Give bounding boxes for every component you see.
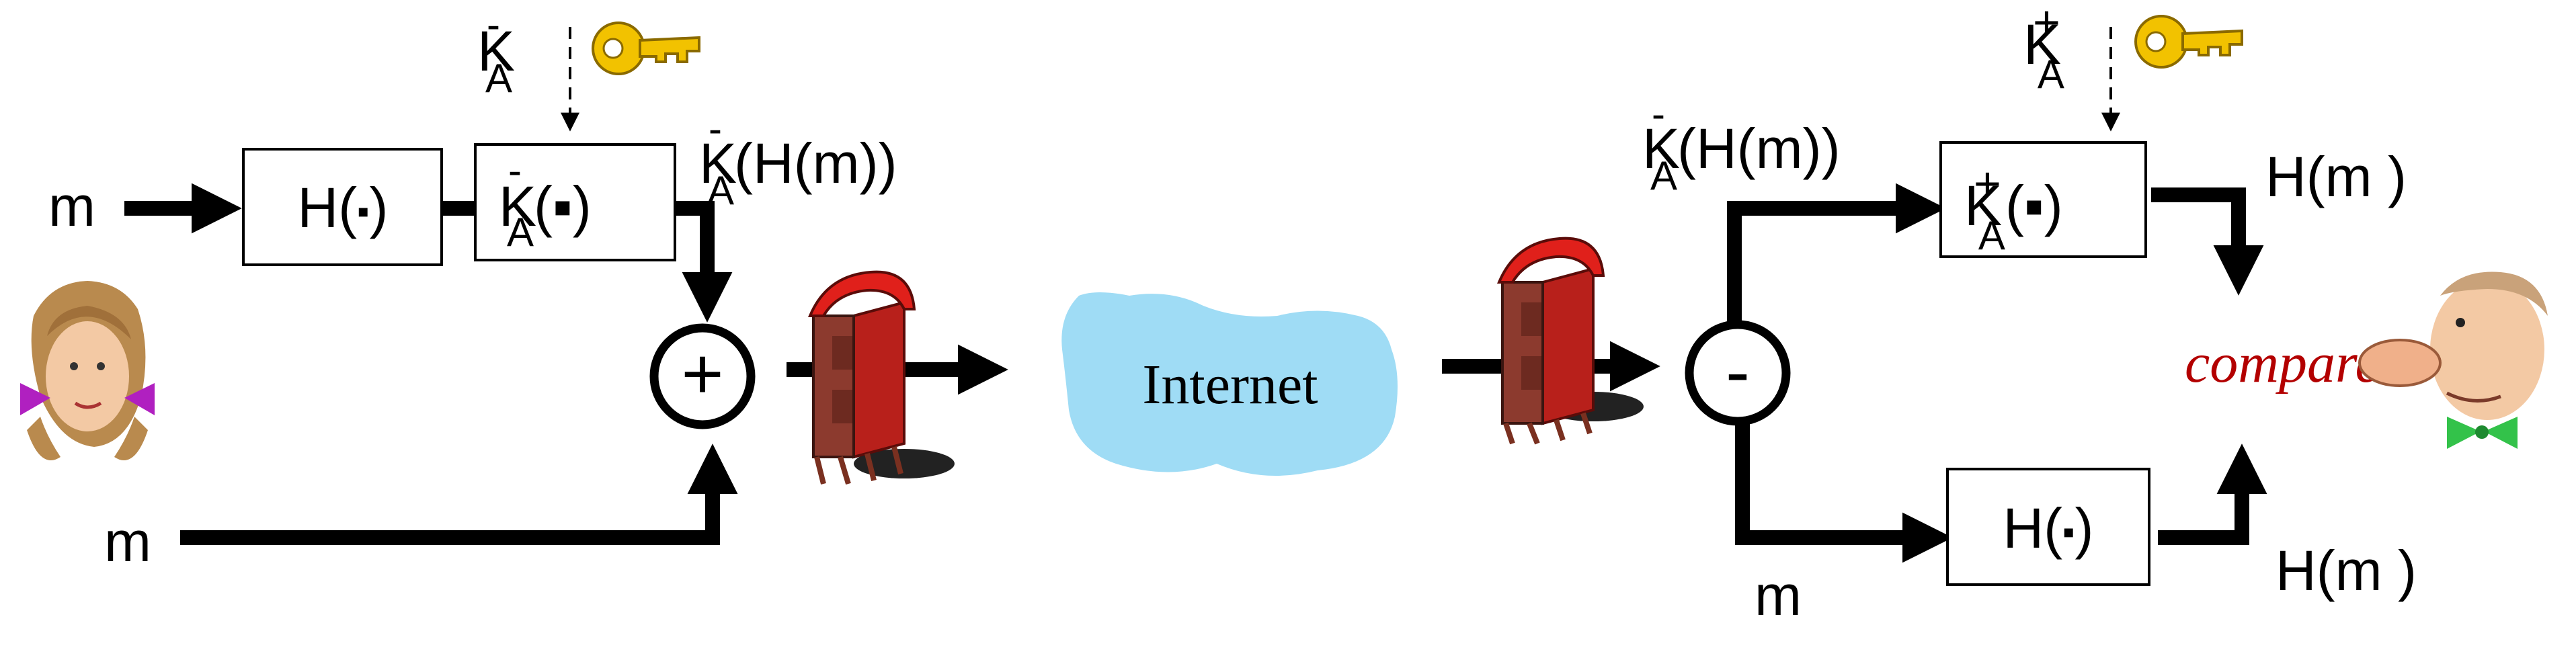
sender-sign-box <box>474 143 676 261</box>
split-to-hash-arrow <box>1735 423 1953 563</box>
internet-cloud: Internet <box>1061 292 1398 476</box>
receiver-hm-bottom: H(m ) <box>2276 539 2417 602</box>
m-to-combine-arrow <box>180 444 738 545</box>
receiver-verify-box <box>1939 141 2147 258</box>
split-operator: - <box>1685 320 1791 426</box>
receiver-hash-label: H(▪) <box>2003 497 2093 560</box>
receiver-hash-box <box>1946 468 2150 586</box>
sign-to-combine-arrow <box>675 201 733 323</box>
sender-input-m-bottom: m <box>104 510 151 573</box>
sender-sign-label: K-A(▪) <box>499 148 592 255</box>
internet-label: Internet <box>1142 353 1318 416</box>
receiver-hm-top: H(m ) <box>2265 145 2407 208</box>
compare-label: compare <box>2185 332 2380 394</box>
svg-text:-: - <box>1726 331 1750 412</box>
split-to-verify-arrow <box>1727 183 1946 323</box>
combine-operator: + <box>649 323 756 429</box>
alice-avatar-icon <box>20 281 155 460</box>
sender-private-key-label: K-A <box>477 2 515 101</box>
verify-to-compare-arrow <box>2151 187 2264 296</box>
receiver-public-key-label: K+A <box>2023 0 2064 97</box>
svg-text:+: + <box>681 333 723 414</box>
receiver-mailbox-icon <box>1496 237 1644 445</box>
sender-mailbox-icon <box>807 270 955 485</box>
private-key-icon <box>592 22 700 75</box>
sender-signed-hash-label: K-A(H(m)) <box>699 106 897 213</box>
receiver-signed-hash-label: K-A(H(m)) <box>1642 91 1841 198</box>
receiver-verify-label: K+A(▪) <box>1964 157 2063 258</box>
public-key-icon <box>2134 15 2243 69</box>
sender-input-m-top: m <box>48 175 95 238</box>
receiver-input-m: m <box>1755 564 1802 627</box>
bob-avatar-icon <box>2358 271 2548 449</box>
hash-to-compare-arrow <box>2158 444 2267 545</box>
sender-hash-label: H(▪) <box>297 176 388 239</box>
